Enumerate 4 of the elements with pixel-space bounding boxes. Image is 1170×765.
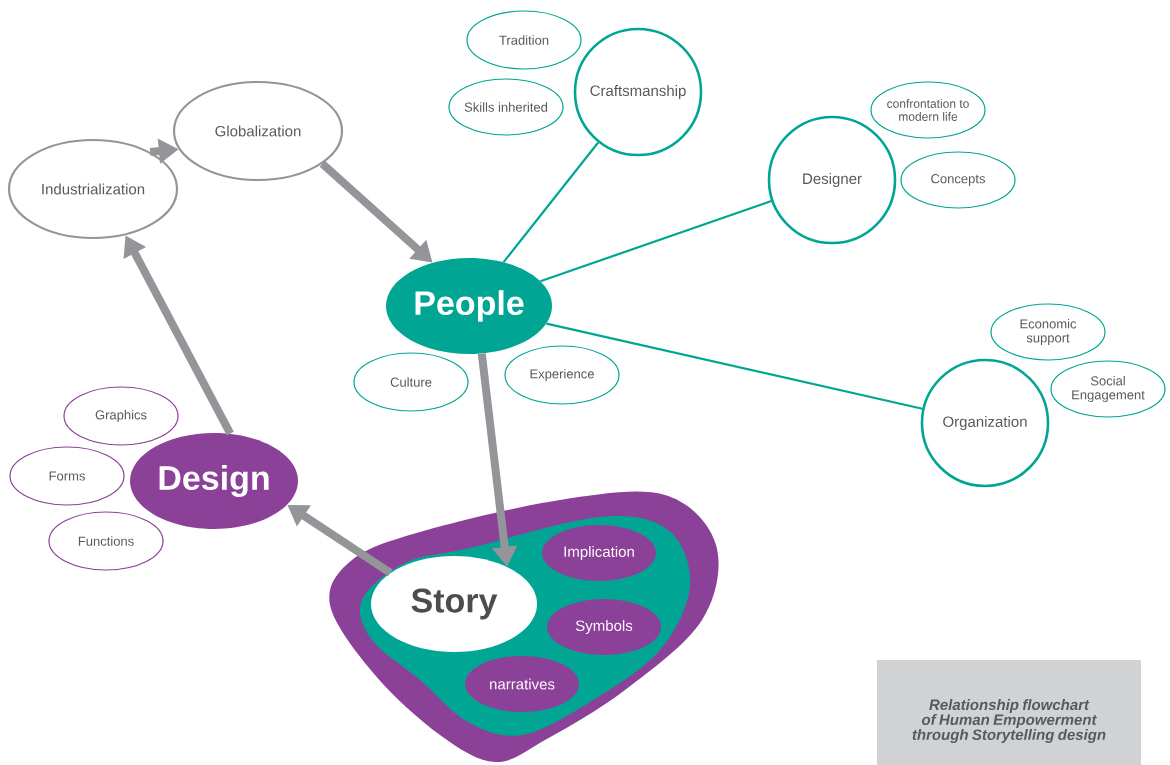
connector-line bbox=[540, 200, 772, 283]
connector-line bbox=[546, 322, 923, 410]
connector-line bbox=[502, 141, 600, 263]
caption-box: Relationship flowchart of Human Empowerment through Storytelling design bbox=[877, 660, 1141, 765]
